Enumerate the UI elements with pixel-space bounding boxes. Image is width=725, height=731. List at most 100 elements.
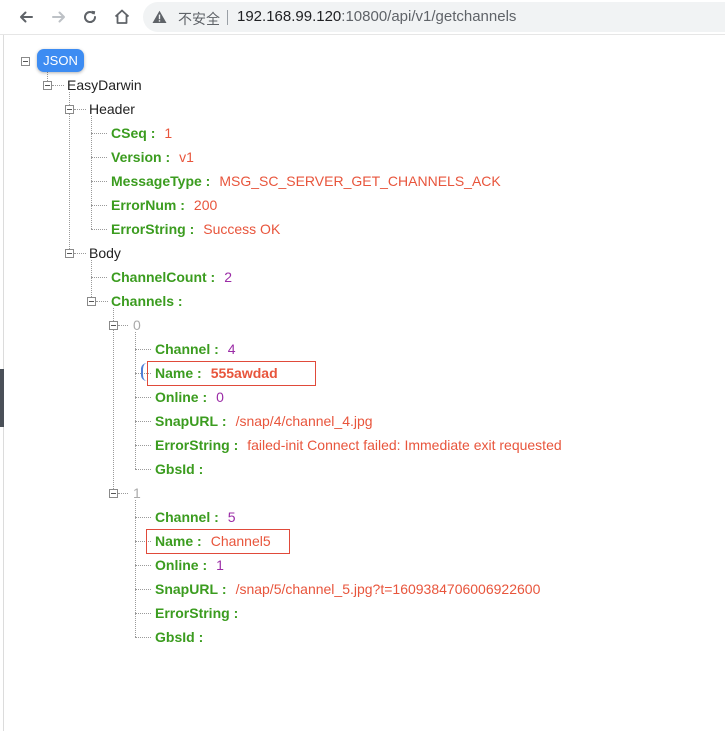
address-bar[interactable]: 不安全 192.168.99.120:10800/api/v1/getchann… — [143, 2, 725, 32]
connector-line — [91, 181, 107, 182]
field-value: v1 — [179, 149, 194, 165]
field-colon: : — [165, 149, 171, 165]
collapse-toggle-easydarwin[interactable] — [43, 81, 52, 90]
field-name: Name :555awdad — [155, 364, 278, 382]
browser-toolbar: 不安全 192.168.99.120:10800/api/v1/getchann… — [0, 0, 725, 35]
node-body[interactable]: Body — [89, 245, 121, 261]
field-key: Name — [155, 365, 194, 381]
reload-icon — [84, 10, 97, 23]
field-online: Online :0 — [155, 388, 224, 406]
field-key: SnapURL — [155, 413, 218, 429]
reload-button[interactable] — [78, 6, 102, 28]
field-key: GbsId — [155, 461, 195, 477]
connector-line — [91, 260, 92, 301]
field-colon: : — [198, 629, 204, 645]
field-gbsid: GbsId : — [155, 628, 212, 646]
root-json-badge[interactable]: JSON — [37, 49, 84, 72]
connector-line — [135, 421, 151, 422]
back-arrow-icon — [20, 11, 33, 23]
connector-line — [91, 116, 92, 229]
field-key: ErrorString — [155, 437, 230, 453]
field-value: 4 — [227, 341, 236, 357]
connector-line — [91, 229, 107, 230]
collapse-toggle-channels[interactable] — [87, 297, 96, 306]
channel-index-0[interactable]: 0 — [133, 317, 141, 333]
field-key: Name — [155, 533, 194, 549]
field-colon: : — [221, 581, 227, 597]
field-colon: : — [180, 197, 185, 213]
warning-icon — [152, 10, 167, 23]
field-key: ChannelCount — [111, 269, 207, 285]
connector-line — [135, 445, 151, 446]
field-colon: : — [221, 413, 227, 429]
home-icon — [114, 9, 130, 24]
field-colon: : — [197, 533, 202, 549]
field-channel: Channel :4 — [155, 340, 236, 358]
field-colon: : — [197, 365, 202, 381]
collapse-toggle-body[interactable] — [65, 249, 74, 258]
connector-line — [135, 500, 136, 637]
field-value: 555awdad — [210, 365, 278, 381]
collapse-toggle-header[interactable] — [65, 105, 74, 114]
forward-arrow-icon — [52, 11, 65, 23]
field-colon: : — [202, 557, 208, 573]
url-host: 192.168.99.120 — [237, 8, 342, 25]
highlight-box-name-1 — [146, 529, 290, 554]
field-colon: : — [214, 341, 219, 357]
connector-line — [135, 469, 151, 470]
connector-line — [91, 157, 107, 158]
highlight-box-name-0 — [147, 361, 316, 386]
url-path: :10800/api/v1/getchannels — [341, 8, 517, 25]
field-errorstring: ErrorString : failed-init Connect failed:… — [155, 436, 562, 454]
back-button[interactable] — [14, 6, 38, 28]
field-key: Channels — [111, 293, 175, 309]
address-separator — [227, 10, 228, 25]
field-colon: : — [198, 461, 204, 477]
security-label[interactable]: 不安全 — [178, 12, 220, 28]
field-value: 5 — [227, 509, 236, 525]
connector-line — [135, 565, 151, 566]
field-version: Version :v1 — [111, 148, 194, 166]
field-colon: : — [233, 437, 239, 453]
field-colon: : — [210, 269, 216, 285]
field-key: Online — [155, 389, 199, 405]
field-colon: : — [214, 509, 219, 525]
field-colon: : — [189, 221, 195, 237]
field-value: MSG_SC_SERVER_GET_CHANNELS_ACK — [219, 173, 501, 189]
field-key: CSeq — [111, 125, 147, 141]
node-channels[interactable]: Channels : — [111, 292, 192, 310]
home-button[interactable] — [110, 6, 134, 28]
field-snapurl: SnapURL :/snap/5/channel_5.jpg?t=1609384… — [155, 580, 540, 598]
field-key: ErrorString — [111, 221, 186, 237]
node-header[interactable]: Header — [89, 101, 135, 117]
connector-line — [135, 589, 151, 590]
channel-index-1[interactable]: 1 — [133, 485, 141, 501]
field-errornum: ErrorNum :200 — [111, 196, 217, 214]
field-value: Success OK — [203, 221, 281, 237]
collapse-toggle-channel-1[interactable] — [109, 489, 118, 498]
field-value: /snap/4/channel_4.jpg — [235, 413, 373, 429]
field-value: 2 — [224, 269, 233, 285]
field-value: failed-init Connect failed: Immediate ex… — [247, 437, 562, 453]
connector-line — [118, 493, 128, 494]
field-key: MessageType — [111, 173, 202, 189]
field-messagetype: MessageType :MSG_SC_SERVER_GET_CHANNELS_… — [111, 172, 501, 190]
url-text[interactable]: 192.168.99.120:10800/api/v1/getchannels — [237, 8, 516, 25]
field-key: GbsId — [155, 629, 195, 645]
field-channelcount: ChannelCount :2 — [111, 268, 232, 286]
field-cseq: CSeq :1 — [111, 124, 172, 142]
connector-line — [135, 637, 151, 638]
text-caret — [141, 363, 148, 381]
collapse-toggle-root[interactable] — [21, 57, 30, 66]
field-colon: : — [150, 125, 156, 141]
forward-button[interactable] — [47, 6, 71, 28]
connector-line — [113, 308, 114, 493]
collapse-toggle-channel-0[interactable] — [109, 321, 118, 330]
node-easydarwin[interactable]: EasyDarwin — [67, 77, 142, 93]
field-value: Channel5 — [210, 533, 271, 549]
field-online: Online :1 — [155, 556, 224, 574]
page-side-tab — [0, 369, 4, 427]
connector-line — [74, 253, 86, 254]
connector-line — [135, 332, 136, 469]
field-errorstring: ErrorString : Success OK — [111, 220, 280, 238]
